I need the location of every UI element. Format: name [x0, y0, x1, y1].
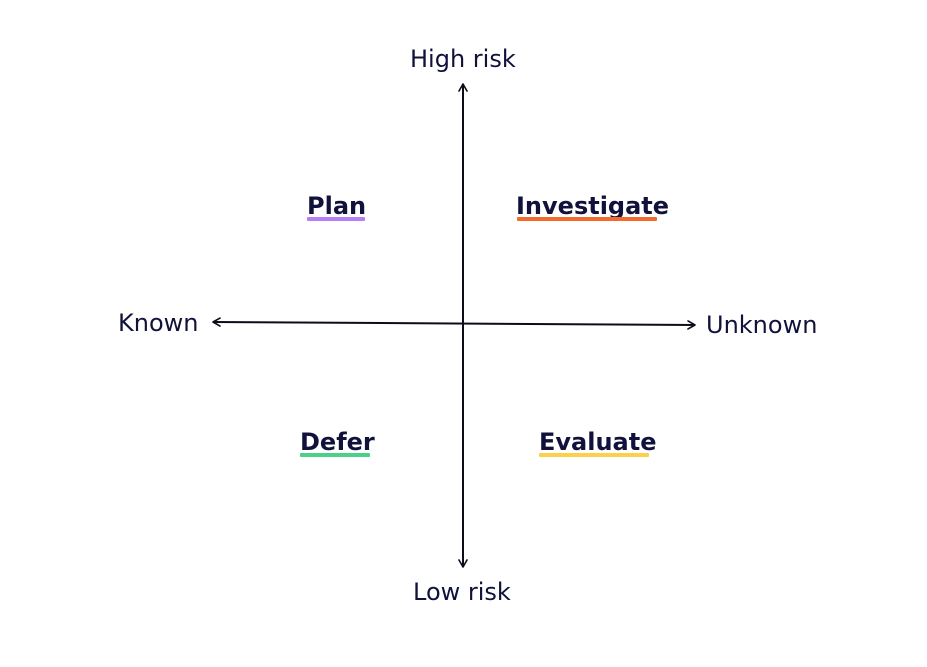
axis-label-low-risk: Low risk — [413, 578, 511, 606]
quadrant-label-defer: Defer — [300, 428, 375, 456]
plan-underline — [307, 217, 365, 221]
quadrant-label-plan: Plan — [307, 192, 367, 220]
axis-label-high-risk: High risk — [410, 45, 516, 73]
axis-label-unknown: Unknown — [706, 311, 818, 339]
investigate-underline — [517, 217, 657, 221]
quadrant-label-evaluate: Evaluate — [539, 428, 657, 456]
axis-label-known: Known — [118, 309, 199, 337]
horizontal-axis-arrow — [212, 317, 696, 330]
quadrant-label-investigate: Investigate — [516, 192, 670, 220]
evaluate-underline — [539, 453, 649, 457]
defer-underline — [300, 453, 370, 457]
